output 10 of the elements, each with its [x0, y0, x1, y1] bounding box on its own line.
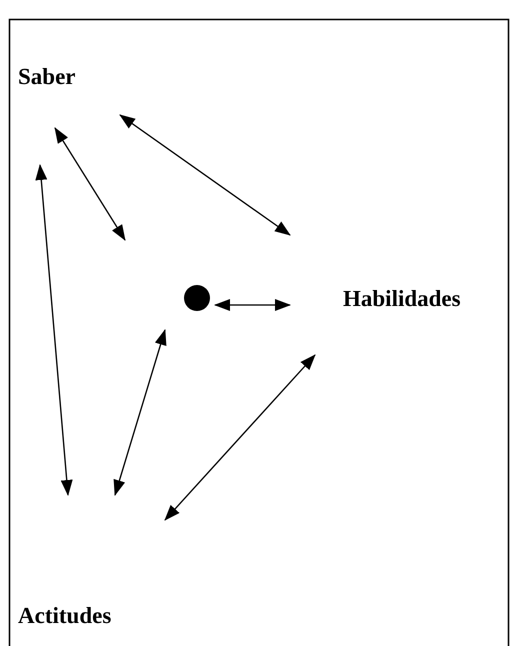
double-arrow — [164, 354, 316, 521]
double-arrow — [119, 114, 291, 236]
node-label: Habilidades — [343, 286, 461, 312]
double-arrow — [35, 164, 73, 496]
double-arrow — [214, 299, 291, 311]
node-label: Saber — [18, 64, 76, 90]
double-arrow — [54, 127, 126, 241]
double-arrow — [114, 329, 166, 496]
node-label: Actitudes — [18, 603, 112, 629]
dot-node — [184, 285, 210, 311]
